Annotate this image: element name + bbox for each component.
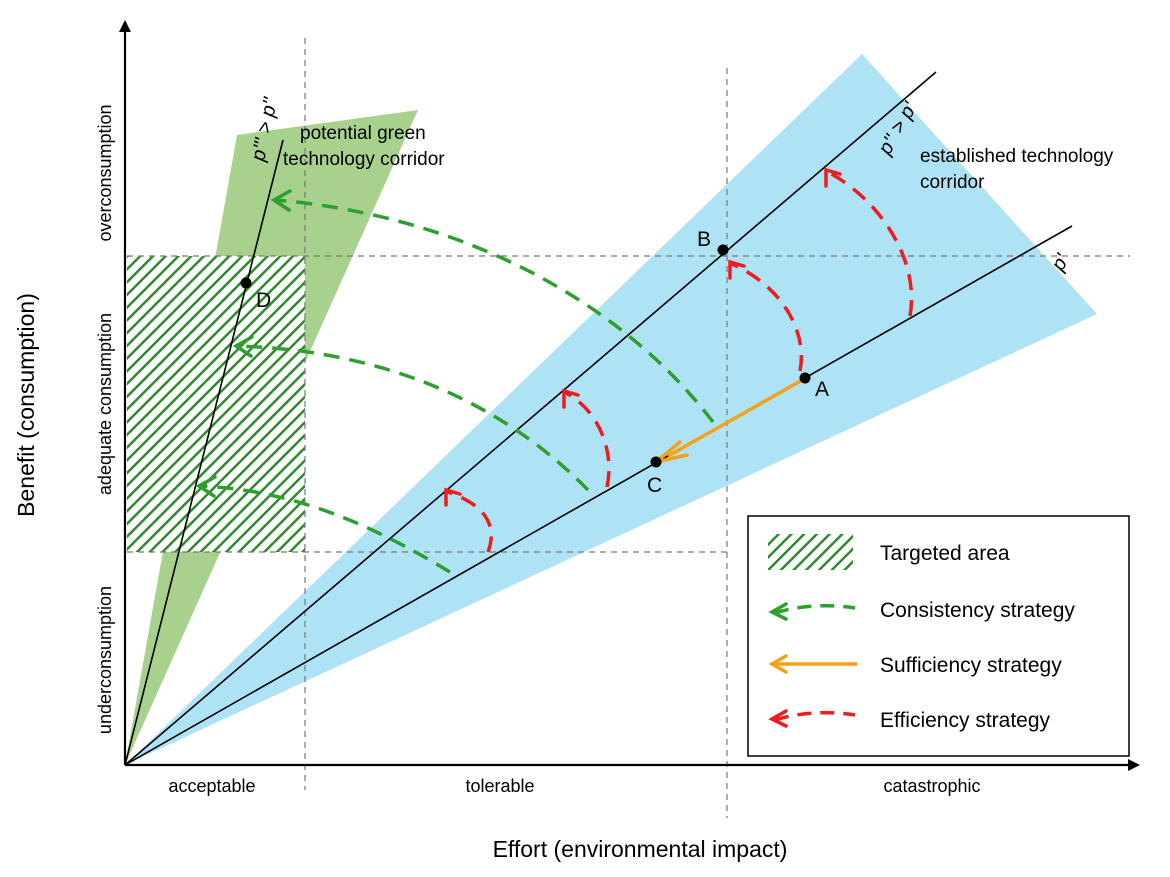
legend-sufficiency-label: Sufficiency strategy <box>880 654 1062 677</box>
consistency-arrows <box>199 198 715 574</box>
legend-efficiency-label: Efficiency strategy <box>880 709 1051 732</box>
axes <box>119 20 1140 771</box>
legend-consistency-swatch <box>774 603 856 615</box>
green-corridor-label: potential green technology corridor <box>283 123 445 170</box>
efficiency-arrow-1 <box>827 170 914 317</box>
point-d-label: D <box>256 289 271 312</box>
x-axis-title: Effort (environmental impact) <box>493 836 788 862</box>
point-b <box>717 244 729 256</box>
legend-targeted-swatch <box>768 534 853 570</box>
slope-line-p1 <box>124 225 1073 766</box>
consistency-arrowheads <box>195 189 292 498</box>
point-a <box>799 372 811 384</box>
slope-lines <box>124 71 1073 766</box>
established-corridor-label: established technology corridor <box>920 146 1119 193</box>
y-zone-underconsumption: underconsumption <box>95 586 115 734</box>
consistency-arrow-1 <box>274 198 715 424</box>
legend-consistency-label: Consistency strategy <box>880 599 1075 622</box>
efficiency-arrow-3 <box>565 391 611 488</box>
slope-line-p3 <box>124 139 284 766</box>
legend-targeted-label: Targeted area <box>880 542 1010 565</box>
guide-lines <box>127 38 1130 818</box>
points <box>240 244 811 468</box>
efficiency-arrow-4 <box>447 490 493 553</box>
slope-line-p2 <box>124 71 937 766</box>
legend: Targeted area Consistency strategy Suffi… <box>747 515 1130 757</box>
consistency-arrow-2 <box>236 344 590 492</box>
efficiency-arrow-2 <box>731 262 803 372</box>
y-zone-overconsumption: overconsumption <box>95 104 115 241</box>
x-zone-catastrophic: catastrophic <box>883 776 980 796</box>
x-zone-tolerable: tolerable <box>465 776 534 796</box>
efficiency-arrows <box>447 170 914 553</box>
y-axis-title: Benefit (consumption) <box>13 293 39 517</box>
x-zone-acceptable: acceptable <box>168 776 255 796</box>
efficiency-arrowheads <box>444 167 842 507</box>
y-zone-adequate: adequate consumption <box>95 313 115 495</box>
consistency-arrow-3 <box>199 484 451 574</box>
point-c-label: C <box>647 474 662 497</box>
point-b-label: B <box>697 228 711 251</box>
established-corridor-area <box>125 54 1097 765</box>
point-a-label: A <box>815 378 829 401</box>
point-d <box>240 277 252 289</box>
point-c <box>650 456 662 468</box>
legend-efficiency-swatch <box>774 710 856 722</box>
